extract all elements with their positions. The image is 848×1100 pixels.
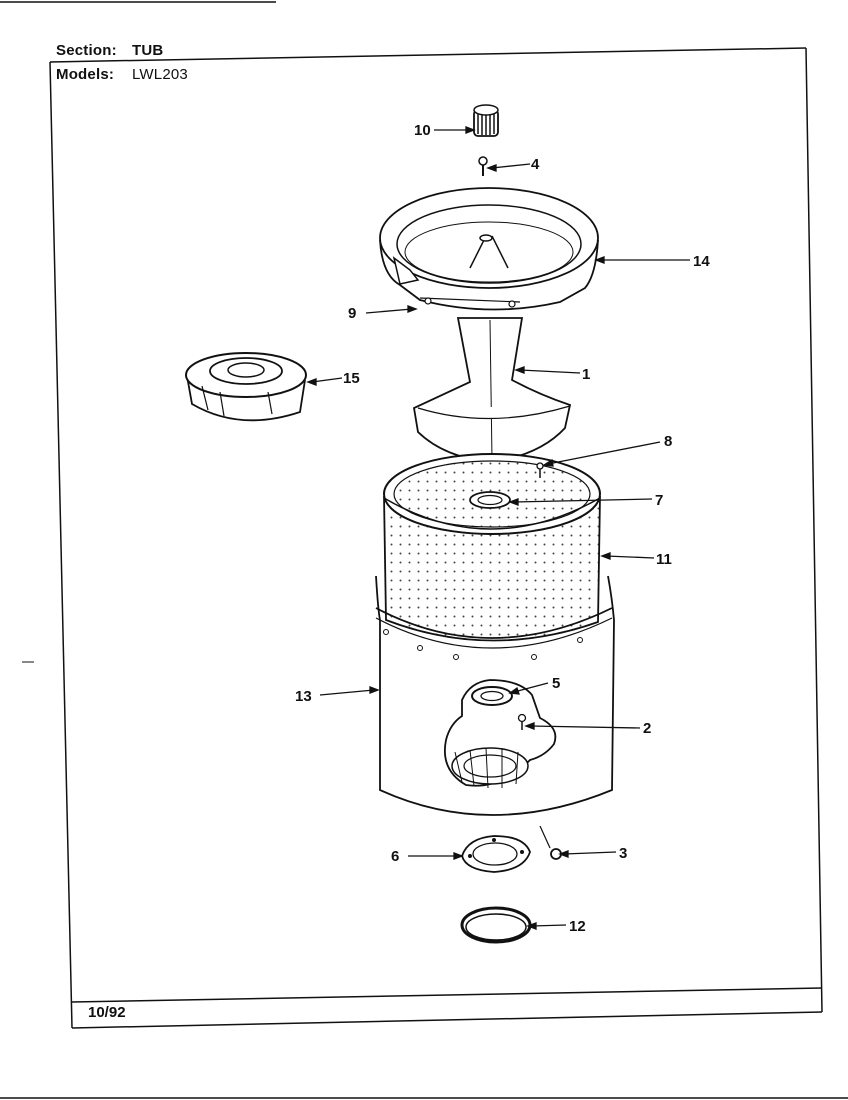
callout-3: 3	[619, 845, 627, 862]
part-14-tub-ring	[379, 187, 599, 311]
callout-1: 1	[582, 366, 590, 383]
part-7-seal	[469, 491, 511, 509]
callout-5: 5	[552, 675, 560, 692]
callout-13: 13	[295, 688, 312, 705]
models-label: Models:	[56, 66, 115, 83]
callout-14: 14	[693, 253, 710, 270]
callout-4: 4	[531, 156, 540, 173]
revision-date: 10/92	[88, 1004, 126, 1021]
part-15-cap	[185, 352, 307, 422]
part-13-outer-tub	[375, 575, 615, 816]
callout-labels: 10 4 14 9 1 15 8 7 11 13 5 2 6 3 12	[295, 122, 710, 935]
section-label: Section:	[56, 42, 117, 59]
callout-6: 6	[391, 848, 399, 865]
part-2-screw	[517, 713, 527, 730]
callout-12: 12	[569, 918, 586, 935]
callout-7: 7	[655, 492, 663, 509]
callout-8: 8	[664, 433, 672, 450]
part-5-seal	[471, 686, 513, 706]
part-10-cap	[473, 104, 499, 137]
part-12-band	[460, 906, 532, 944]
callout-10: 10	[414, 122, 431, 139]
part-11-basket	[383, 453, 601, 642]
models-value: LWL203	[132, 66, 188, 83]
callout-leaders	[306, 126, 690, 930]
callout-9: 9	[348, 305, 356, 322]
part-3-nut	[539, 825, 562, 860]
tub-hub	[444, 679, 557, 789]
section-row: Section: TUB	[56, 42, 163, 59]
models-row: Models: LWL203	[56, 66, 188, 83]
part-6-gasket	[461, 835, 531, 873]
callout-15: 15	[343, 370, 360, 387]
part-4-screw	[478, 156, 488, 176]
section-value: TUB	[132, 42, 164, 59]
callout-2: 2	[643, 720, 651, 737]
part-8-screw	[536, 462, 544, 478]
part-1-agitator	[412, 317, 572, 463]
callout-11: 11	[656, 551, 672, 568]
